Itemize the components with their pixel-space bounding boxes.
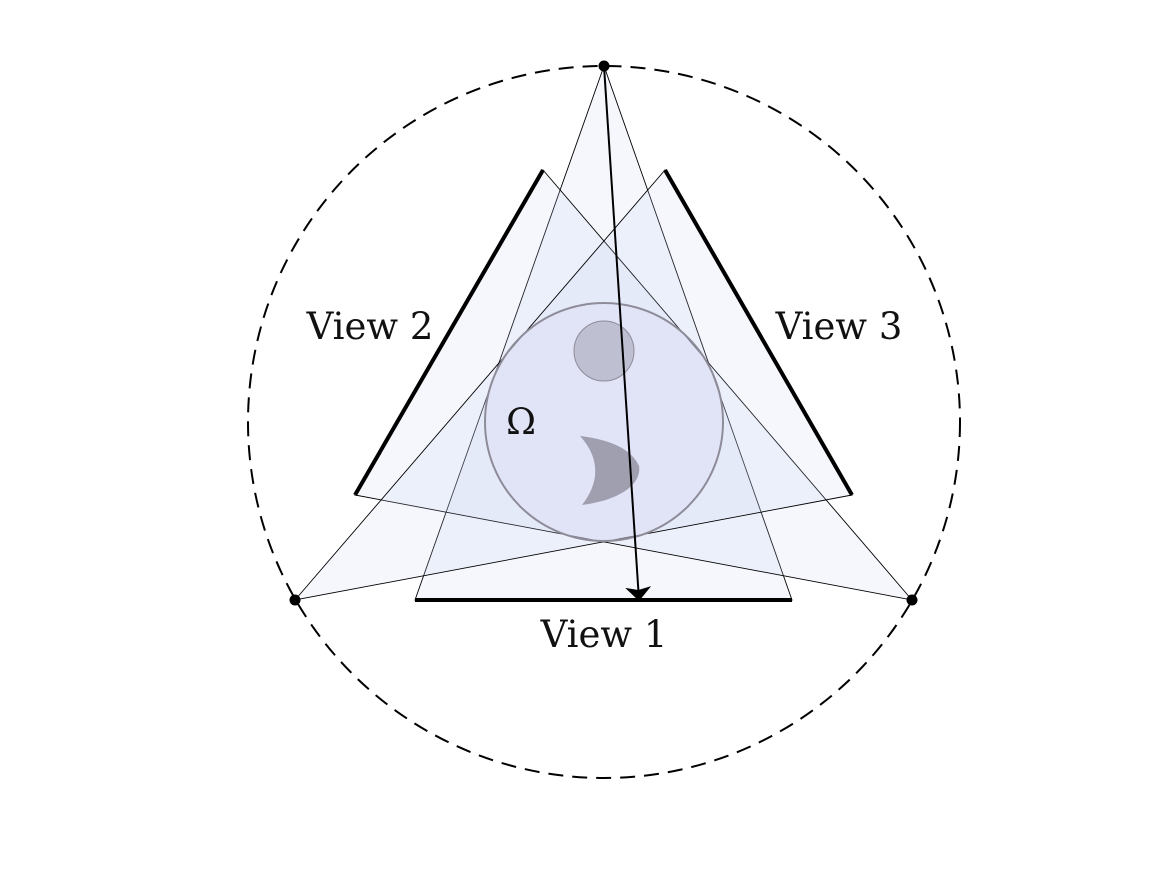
label-view-2: View 2 (306, 305, 434, 348)
ray-arrow (603, 65, 652, 601)
label-domain-omega: Ω (506, 402, 536, 443)
source-point-view-3 (289, 594, 301, 606)
detector-view-3 (663, 169, 854, 496)
round-inclusion (573, 320, 635, 382)
domain-omega-circle (484, 302, 724, 542)
source-point-view-2 (906, 594, 918, 606)
label-view-3: View 3 (775, 305, 903, 348)
source-trajectory-circle (247, 65, 961, 779)
label-view-1: View 1 (540, 613, 668, 656)
detector-view-2 (353, 168, 545, 497)
source-point-view-1 (598, 60, 610, 72)
crescent-inclusion (580, 436, 640, 505)
